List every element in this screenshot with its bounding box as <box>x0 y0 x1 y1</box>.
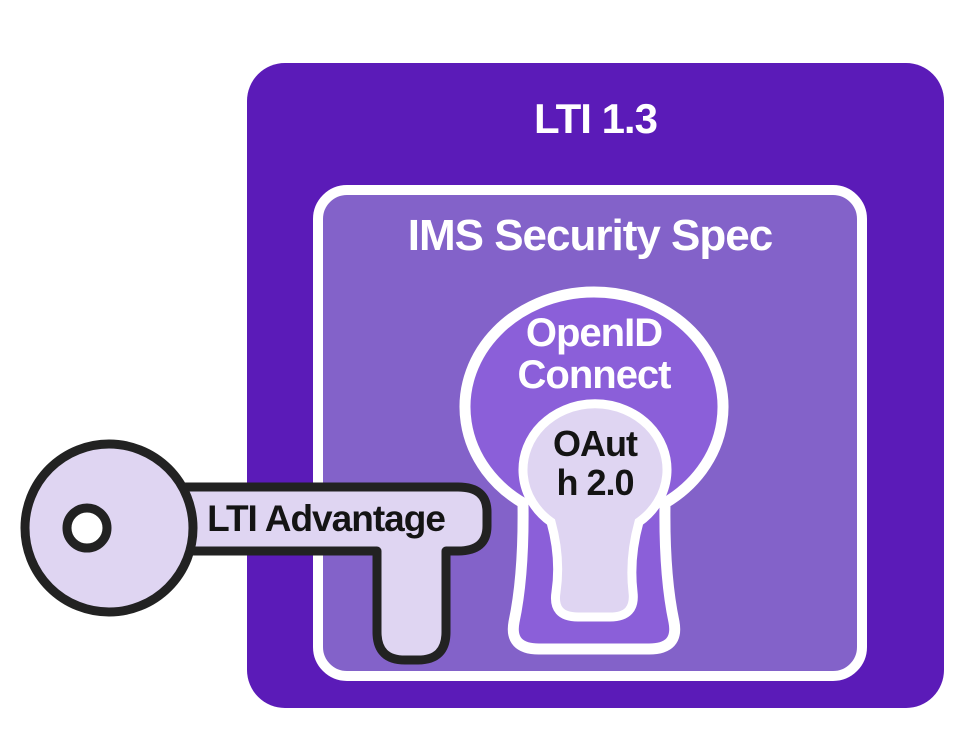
key-head-hole <box>62 503 112 553</box>
key-shaft-and-tooth <box>145 482 492 665</box>
lti13-title: LTI 1.3 <box>534 95 658 142</box>
oauth20-label: OAut h 2.0 <box>553 423 638 503</box>
lti-advantage-label: LTI Advantage <box>207 498 446 539</box>
ims-security-spec-title: IMS Security Spec <box>407 211 773 260</box>
openid-connect-label: OpenID Connect <box>517 311 672 397</box>
key-icon <box>20 439 492 665</box>
keyhole-inner-shape <box>518 399 672 622</box>
keyhole-icon <box>459 286 729 655</box>
